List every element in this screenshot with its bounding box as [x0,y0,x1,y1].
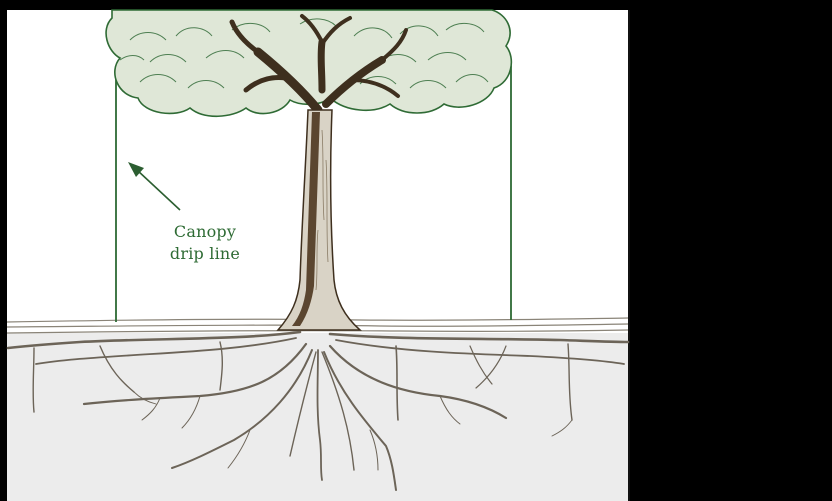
annotation-label-line1: Canopy [150,222,260,242]
annotation-label-line2: drip line [150,244,260,264]
